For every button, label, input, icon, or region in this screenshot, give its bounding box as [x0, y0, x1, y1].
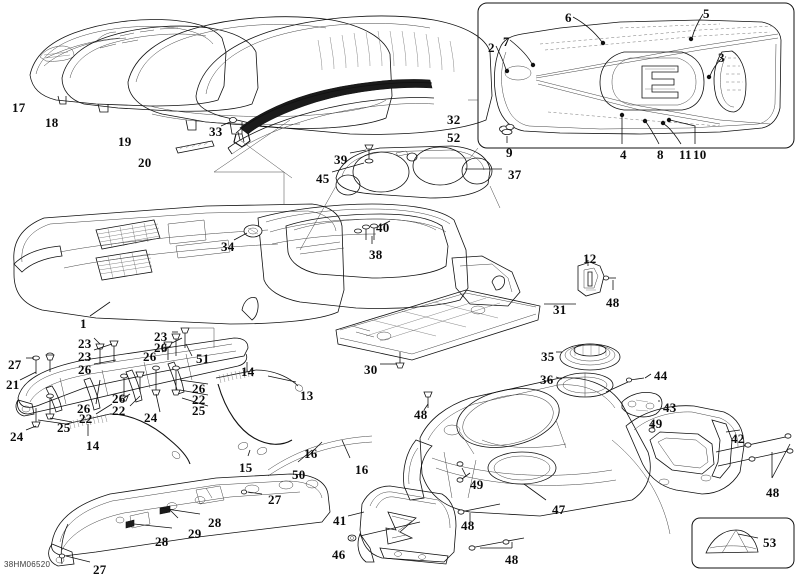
- construction-lines: [213, 99, 501, 251]
- part-42-bracket: [625, 405, 794, 495]
- callout-2: 2: [488, 40, 495, 55]
- callout-14: 14: [86, 438, 100, 453]
- callout-52: 52: [447, 130, 461, 145]
- part-12-bracket: [577, 260, 616, 297]
- callout-30: 30: [364, 362, 378, 377]
- callout-51: 51: [196, 351, 210, 366]
- callout-27: 27: [8, 357, 22, 372]
- callout-10: 10: [693, 147, 707, 162]
- diagram-footer-code: 38HM06520: [4, 560, 51, 569]
- callout-33: 33: [209, 124, 223, 139]
- callout-38: 38: [369, 247, 383, 262]
- group-main-hood-top: [195, 15, 493, 135]
- callout-26: 26: [112, 391, 126, 406]
- parts-43-44: [605, 373, 663, 418]
- callout-12: 12: [583, 251, 597, 266]
- callout-24: 24: [144, 410, 158, 425]
- callout-26: 26: [77, 401, 91, 416]
- callout-48: 48: [766, 485, 780, 500]
- callout-48: 48: [606, 295, 620, 310]
- callout-39: 39: [334, 152, 348, 167]
- inset-bottom-right: [691, 517, 795, 569]
- callout-32: 32: [447, 112, 461, 127]
- callout-50: 50: [292, 467, 306, 482]
- callout-11: 11: [679, 147, 692, 162]
- callout-22: 22: [112, 403, 126, 418]
- callout-48: 48: [414, 407, 428, 422]
- callout-3: 3: [718, 50, 725, 65]
- callout-35: 35: [541, 349, 555, 364]
- callout-20: 20: [138, 155, 152, 170]
- parts-13-14-15: [37, 362, 304, 465]
- callout-40: 40: [376, 220, 390, 235]
- parts-35-36: [555, 343, 621, 398]
- callout-4: 4: [620, 147, 627, 162]
- callout-9: 9: [506, 145, 513, 160]
- callout-42: 42: [731, 431, 745, 446]
- callout-25: 25: [57, 420, 71, 435]
- callout-26: 26: [154, 340, 168, 355]
- callout-26: 26: [192, 381, 206, 396]
- callout-23: 23: [154, 329, 168, 344]
- callout-26: 26: [143, 349, 157, 364]
- part-31-floor-panel: [335, 289, 576, 369]
- parts-39-45: [331, 144, 502, 173]
- callout-48: 48: [461, 518, 475, 533]
- callout-14: 14: [241, 364, 255, 379]
- callout-18: 18: [45, 115, 59, 130]
- callout-29: 29: [188, 526, 202, 541]
- callout-27: 27: [93, 562, 107, 577]
- callout-16: 16: [304, 446, 318, 461]
- callout-6: 6: [565, 10, 572, 25]
- callout-23: 23: [78, 336, 92, 351]
- callout-8: 8: [657, 147, 664, 162]
- callout-7: 7: [503, 34, 510, 49]
- callout-48: 48: [505, 552, 519, 567]
- callout-49: 49: [470, 477, 484, 492]
- callout-37: 37: [508, 167, 522, 182]
- callout-24: 24: [10, 429, 24, 444]
- callout-45: 45: [316, 171, 330, 186]
- part-41-side-panel: [347, 472, 525, 565]
- callout-47: 47: [552, 502, 566, 517]
- callout-28: 28: [155, 534, 169, 549]
- callout-16: 16: [355, 462, 369, 477]
- parts-16-50-rail: [267, 435, 373, 477]
- callout-41: 41: [333, 513, 347, 528]
- callout-22: 22: [79, 411, 93, 426]
- callout-23: 23: [78, 349, 92, 364]
- gauge-cluster: [335, 145, 493, 199]
- callout-27: 27: [268, 492, 282, 507]
- callout-5: 5: [703, 6, 710, 21]
- callout-21: 21: [6, 377, 20, 392]
- callout-43: 43: [663, 400, 677, 415]
- callout-15: 15: [239, 460, 253, 475]
- callout-31: 31: [553, 302, 567, 317]
- callout-36: 36: [540, 372, 554, 387]
- callout-49: 49: [649, 416, 663, 431]
- callout-26: 26: [78, 362, 92, 377]
- callout-22: 22: [192, 392, 206, 407]
- callout-1: 1: [80, 316, 87, 331]
- callout-19: 19: [118, 134, 132, 149]
- part-47-engine-cover: [403, 377, 671, 535]
- part-1-hood: [13, 203, 521, 325]
- callout-44: 44: [654, 368, 668, 383]
- callout-34: 34: [221, 239, 235, 254]
- group-windshield-assembly: [15, 327, 249, 431]
- inset-top-right: [477, 2, 795, 149]
- callout-28: 28: [208, 515, 222, 530]
- part-33-connector: [220, 117, 237, 127]
- callout-17: 17: [12, 100, 26, 115]
- callout-13: 13: [300, 388, 314, 403]
- part-bumper-assembly: [48, 473, 331, 567]
- callout-46: 46: [332, 547, 346, 562]
- part-32-trim: [227, 79, 435, 155]
- callout-53: 53: [763, 535, 777, 550]
- callout-25: 25: [192, 403, 206, 418]
- group-upper-cowls: [29, 16, 393, 154]
